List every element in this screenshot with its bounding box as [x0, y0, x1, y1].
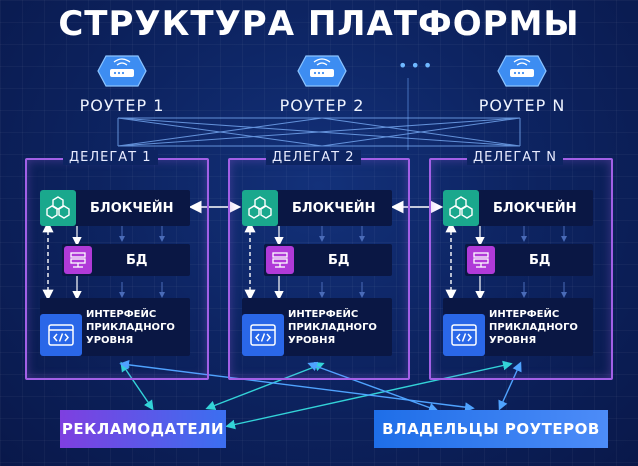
delegate-label: ДЕЛЕГАТ 2 — [266, 150, 361, 165]
router-2: РОУТЕР 2 — [252, 52, 392, 116]
blockchain-label: БЛОКЧЕЙН — [493, 200, 577, 216]
delegate-label: ДЕЛЕГАТ N — [467, 150, 563, 165]
database-icon — [266, 246, 294, 274]
blockchain-label: БЛОКЧЕЙН — [90, 200, 174, 216]
delegate-internal-links — [42, 221, 485, 301]
code-window-icon — [40, 314, 82, 356]
code-window-icon — [242, 314, 284, 356]
advertisers-box: РЕКЛАМОДАТЕЛИ — [60, 410, 226, 448]
db-label: БД — [328, 252, 350, 268]
db-label: БД — [529, 252, 551, 268]
db-label: БД — [126, 252, 148, 268]
router-mesh — [117, 117, 521, 147]
blockchain-icon — [242, 190, 278, 226]
router-label: РОУТЕР 2 — [279, 96, 365, 115]
api-label-line: УРОВНЯ — [288, 334, 336, 346]
router-n: РОУТЕР N — [452, 52, 592, 116]
blockchain-icon — [443, 190, 479, 226]
api-label: ИНТЕРФЕЙС ПРИКЛАДНОГО УРОВНЯ — [288, 308, 377, 347]
code-window-icon — [443, 314, 485, 356]
blockchain-row: БЛОКЧЕЙН — [465, 190, 593, 226]
api-label: ИНТЕРФЕЙС ПРИКЛАДНОГО УРОВНЯ — [489, 308, 578, 347]
router-ellipsis: ••• — [398, 56, 436, 75]
delegate-1: ДЕЛЕГАТ 1 — [25, 150, 209, 380]
delegate-n: ДЕЛЕГАТ N — [429, 150, 613, 380]
router-owners-box: ВЛАДЕЛЬЦЫ РОУТЕРОВ — [374, 410, 608, 448]
blockchain-icon — [40, 190, 76, 226]
blockchain-row: БЛОКЧЕЙН — [264, 190, 392, 226]
router-icon — [497, 55, 547, 87]
api-label: ИНТЕРФЕЙС ПРИКЛАДНОГО УРОВНЯ — [86, 308, 175, 347]
background-flow-arrows — [119, 226, 567, 298]
blockchain-label: БЛОКЧЕЙН — [292, 200, 376, 216]
api-label-line: ПРИКЛАДНОГО — [288, 321, 377, 333]
api-label-line: УРОВНЯ — [86, 334, 134, 346]
database-icon — [467, 246, 495, 274]
router-icon — [297, 55, 347, 87]
database-icon — [64, 246, 92, 274]
api-label-line: УРОВНЯ — [489, 334, 537, 346]
actor-links — [119, 360, 522, 430]
delegate-label: ДЕЛЕГАТ 1 — [63, 150, 158, 165]
router-icon — [97, 55, 147, 87]
api-label-line: ИНТЕРФЕЙС — [489, 308, 560, 320]
diagram-title: СТРУКТУРА ПЛАТФОРМЫ — [58, 4, 580, 44]
api-label-line: ПРИКЛАДНОГО — [86, 321, 175, 333]
delegate-2: ДЕЛЕГАТ 2 — [228, 150, 410, 380]
router-label: РОУТЕР N — [478, 96, 566, 115]
api-label-line: ИНТЕРФЕЙС — [86, 308, 157, 320]
router-label: РОУТЕР 1 — [79, 96, 165, 115]
api-label-line: ИНТЕРФЕЙС — [288, 308, 359, 320]
blockchain-row: БЛОКЧЕЙН — [62, 190, 190, 226]
router-1: РОУТЕР 1 — [52, 52, 192, 116]
api-label-line: ПРИКЛАДНОГО — [489, 321, 578, 333]
